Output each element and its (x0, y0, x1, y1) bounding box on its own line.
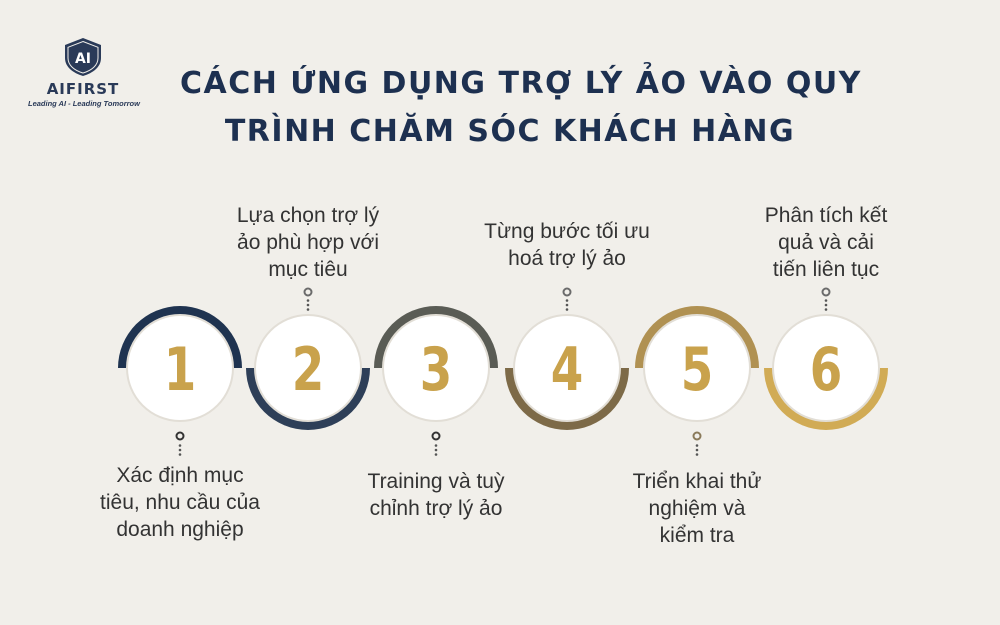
step-label-line: hoá trợ lý ảo (508, 247, 626, 270)
connector-line-dot (824, 299, 828, 302)
title-line-2: TRÌNH CHĂM SÓC KHÁCH HÀNG (224, 114, 796, 149)
step-6-label: Phân tích kết quả và cải tiến liên tục (726, 202, 926, 283)
connector-line-dot (565, 308, 569, 311)
step-label-line: Từng bước tối ưu (484, 220, 650, 243)
step-1-label: Xác định mục tiêu, nhu cầu của doanh nghiệ… (80, 462, 280, 543)
step-number: 1 (164, 334, 197, 404)
step-1: 1 (118, 306, 242, 456)
shield-icon: AI (65, 38, 101, 76)
connector-line-dot (178, 448, 182, 452)
connector-line-dot (824, 308, 828, 311)
brand-name: AIFIRST (46, 80, 120, 98)
connector-dot (431, 431, 441, 441)
step-label-line: Xác định mục (116, 464, 244, 487)
connector-line-dot (434, 448, 438, 452)
logo: AI AIFIRST Leading AI - Leading Tomorrow (28, 36, 140, 108)
connector-line-dot (306, 308, 310, 311)
brand-tagline: Leading AI - Leading Tomorrow (28, 99, 140, 108)
step-circle (128, 316, 232, 420)
step-number: 6 (810, 334, 843, 404)
connector-line-dot (178, 453, 182, 456)
connector-line-dot (434, 444, 438, 447)
step-circle (645, 316, 749, 420)
step-4: 4 (505, 287, 629, 430)
connector-dot (821, 287, 831, 297)
step-number: 3 (420, 334, 453, 404)
connector-line-dot (695, 448, 699, 452)
step-2-label: Lựa chọn trợ lý ảo phù hợp với mục tiêu (208, 202, 408, 283)
connector-dot (692, 431, 702, 441)
connector-dot (303, 287, 313, 297)
step-number: 2 (292, 334, 325, 404)
step-label-line: tiêu, nhu cầu của (100, 491, 260, 514)
step-3-label: Training và tuỳ chỉnh trợ lý ảo (336, 468, 536, 522)
connector-line-dot (178, 444, 182, 447)
step-label-line: Training và tuỳ (367, 470, 505, 493)
step-number: 4 (551, 334, 584, 404)
connector-dot (562, 287, 572, 297)
connector-line-dot (695, 444, 699, 447)
connector-line-dot (434, 453, 438, 456)
step-label-line: Phân tích kết (764, 204, 888, 227)
step-label-line: Triển khai thử (632, 470, 762, 493)
connector-line-dot (565, 303, 569, 307)
step-circle (384, 316, 488, 420)
connector-dot (175, 431, 185, 441)
step-5-label: Triển khai thử nghiệm và kiểm tra (597, 468, 797, 549)
connector-line-dot (695, 453, 699, 456)
steps-layer: 1 2 3 4 5 6 (118, 287, 888, 456)
step-4-label: Từng bước tối ưu hoá trợ lý ảo (467, 218, 667, 272)
step-label-line: mục tiêu (268, 258, 348, 281)
step-circle (774, 316, 878, 420)
title-line-1: CÁCH ỨNG DỤNG TRỢ LÝ ẢO VÀO QUY (180, 66, 862, 101)
step-circle (256, 316, 360, 420)
step-label-line: kiểm tra (659, 524, 735, 547)
step-6: 6 (764, 287, 888, 430)
step-label-line: chỉnh trợ lý ảo (369, 497, 503, 520)
step-number: 5 (681, 334, 714, 404)
connector-line-dot (565, 299, 569, 302)
step-5: 5 (635, 306, 759, 456)
step-label-line: quả và cải (778, 231, 874, 254)
step-circle (515, 316, 619, 420)
step-2: 2 (246, 287, 370, 430)
connector-line-dot (306, 303, 310, 307)
logo-badge-text: AI (75, 51, 91, 67)
step-label-line: tiến liên tục (772, 258, 880, 281)
step-label-line: nghiệm và (648, 497, 746, 520)
connector-line-dot (306, 299, 310, 302)
page-title: CÁCH ỨNG DỤNG TRỢ LÝ ẢO VÀO QUY TRÌNH CH… (180, 60, 862, 156)
connector-line-dot (824, 303, 828, 307)
step-3: 3 (374, 306, 498, 456)
step-label-line: ảo phù hợp với (237, 231, 379, 254)
step-label-line: Lựa chọn trợ lý (236, 204, 380, 227)
step-label-line: doanh nghiệp (116, 518, 244, 541)
